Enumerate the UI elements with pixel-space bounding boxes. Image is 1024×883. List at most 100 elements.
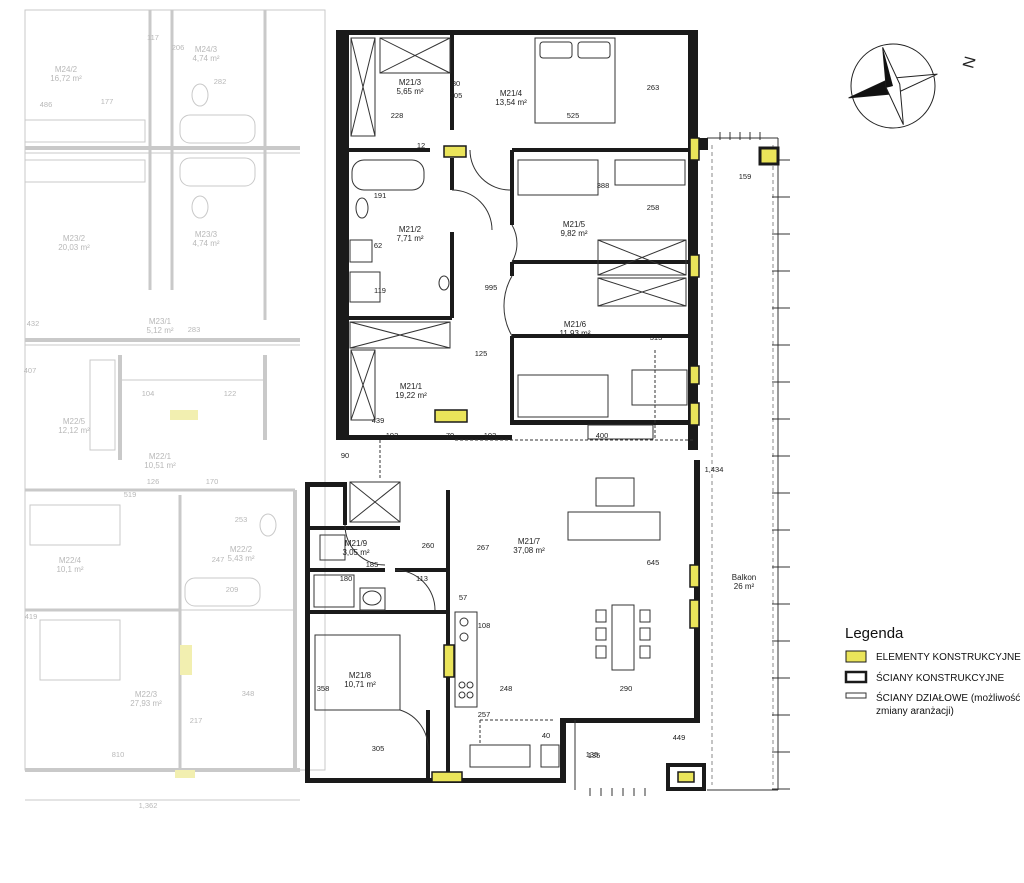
dimension-label: 103 xyxy=(484,431,497,440)
legend-swatch-structural xyxy=(845,650,867,663)
room-area: 5,65 m² xyxy=(396,87,423,96)
neighbor-room-area: 16,72 m² xyxy=(50,74,82,83)
compass xyxy=(848,43,938,129)
dimension-label: 108 xyxy=(478,621,491,630)
dimension-label: 439 xyxy=(372,416,385,425)
dimension-label: 209 xyxy=(226,585,239,594)
dimension-label: 126 xyxy=(147,477,160,486)
dimension-label: 810 xyxy=(112,750,125,759)
dimension-label: 348 xyxy=(242,689,255,698)
neighbor-room-area: 5,12 m² xyxy=(146,326,173,335)
compass-label: N xyxy=(960,55,979,71)
room-id: M21/1 xyxy=(400,382,423,391)
dimension-label: 267 xyxy=(477,543,490,552)
dimension-label: 305 xyxy=(372,744,385,753)
dimension-label: 263 xyxy=(647,83,660,92)
neighbor-room-area: 20,03 m² xyxy=(58,243,90,252)
room-id: M21/9 xyxy=(345,539,368,548)
dimension-label: 40 xyxy=(542,731,550,740)
dimension-label: 519 xyxy=(124,490,137,499)
dimension-label: 191 xyxy=(374,191,387,200)
dimension-label: 486 xyxy=(40,100,53,109)
dimension-label: 192 xyxy=(386,431,399,440)
room-area: 19,22 m² xyxy=(395,391,427,400)
neighbor-room-area: 4,74 m² xyxy=(192,239,219,248)
dimension-label: 217 xyxy=(190,716,203,725)
legend-swatch-wall xyxy=(844,670,868,684)
dimension-label: 253 xyxy=(235,515,248,524)
room-area: 10,71 m² xyxy=(344,680,376,689)
room-area: 37,08 m² xyxy=(513,546,545,555)
dimension-label: 70 xyxy=(446,431,454,440)
legend-label-partition-2: zmiany aranżacji) xyxy=(876,706,954,717)
dimension-label: 400 xyxy=(596,431,609,440)
legend-title: Legenda xyxy=(845,625,904,642)
legend-swatch-partition xyxy=(845,692,867,699)
fixtures xyxy=(313,37,694,790)
neighbor-plan xyxy=(24,9,326,801)
dimension-label: 283 xyxy=(188,325,201,334)
room-area: 3,05 m² xyxy=(342,548,369,557)
neighbor-room-id: M22/1 xyxy=(149,452,172,461)
dimension-label: 57 xyxy=(459,593,467,602)
dimension-label: 525 xyxy=(567,111,580,120)
room-area: 26 m² xyxy=(734,582,755,591)
dimension-label: 388 xyxy=(597,181,610,190)
neighbor-room-area: 27,93 m² xyxy=(130,699,162,708)
room-id: M21/6 xyxy=(564,320,587,329)
dimension-label: 104 xyxy=(142,389,155,398)
room-area: 7,71 m² xyxy=(396,234,423,243)
dimension-label: 358 xyxy=(317,684,330,693)
neighbor-room-area: 4,74 m² xyxy=(192,54,219,63)
neighbor-room-id: M24/3 xyxy=(195,45,218,54)
dimension-label: 117 xyxy=(147,33,159,42)
dimension-label: 419 xyxy=(25,612,38,621)
dimension-label: 135 xyxy=(588,751,601,760)
dimension-label: 1,434 xyxy=(705,465,724,474)
legend-label-wall: ŚCIANY KONSTRUKCYJNE xyxy=(876,671,1005,684)
dimension-label: 80 xyxy=(452,79,460,88)
dimension-label: 449 xyxy=(673,733,686,742)
dimension-label: 205 xyxy=(450,91,463,100)
dimension-label: 122 xyxy=(224,389,237,398)
neighbor-room-id: M22/3 xyxy=(135,690,158,699)
dimension-label: 113 xyxy=(416,574,428,583)
structural-walls xyxy=(305,30,708,783)
room-area: 9,82 m² xyxy=(560,229,587,238)
dimension-label: 407 xyxy=(24,366,37,375)
room-id: M21/5 xyxy=(563,220,586,229)
room-id: Balkon xyxy=(732,573,756,582)
dimension-label: 645 xyxy=(647,558,660,567)
legend-label-structural: ELEMENTY KONSTRUKCYJNE xyxy=(876,652,1021,663)
dimension-label: 177 xyxy=(101,97,114,106)
room-id: M21/8 xyxy=(349,671,372,680)
dimension-label: 260 xyxy=(422,541,435,550)
dimension-label: 995 xyxy=(485,283,498,292)
legend: Legenda ELEMENTY KONSTRUKCYJNE ŚCIANY KO… xyxy=(844,625,1021,717)
dimension-label: 290 xyxy=(620,684,633,693)
dimension-label: 432 xyxy=(27,319,40,328)
neighbor-room-id: M22/5 xyxy=(63,417,86,426)
dimension-label: 1,362 xyxy=(139,801,158,810)
room-id: M21/4 xyxy=(500,89,523,98)
dimension-label: 185 xyxy=(366,560,379,569)
room-area: 13,54 m² xyxy=(495,98,527,107)
dimension-label: 119 xyxy=(374,286,386,295)
dimension-label: 228 xyxy=(391,111,404,120)
neighbor-room-id: M22/2 xyxy=(230,545,253,554)
dimension-label: 282 xyxy=(214,77,227,86)
dimension-label: 170 xyxy=(206,477,219,486)
neighbor-room-area: 12,12 m² xyxy=(58,426,90,435)
neighbor-room-area: 10,1 m² xyxy=(56,565,83,574)
dimension-label: 248 xyxy=(500,684,513,693)
room-id: M21/3 xyxy=(399,78,422,87)
dimension-label: 313 xyxy=(650,333,663,342)
legend-label-partition: ŚCIANY DZIAŁOWE (możliwość xyxy=(876,691,1020,704)
dimension-label: 159 xyxy=(739,172,752,181)
neighbor-room-id: M23/1 xyxy=(149,317,172,326)
dimension-label: 90 xyxy=(341,451,349,460)
dimension-label: 257 xyxy=(478,710,491,719)
dimension-labels: 8020522812525263388258159191995119125313… xyxy=(24,33,752,810)
